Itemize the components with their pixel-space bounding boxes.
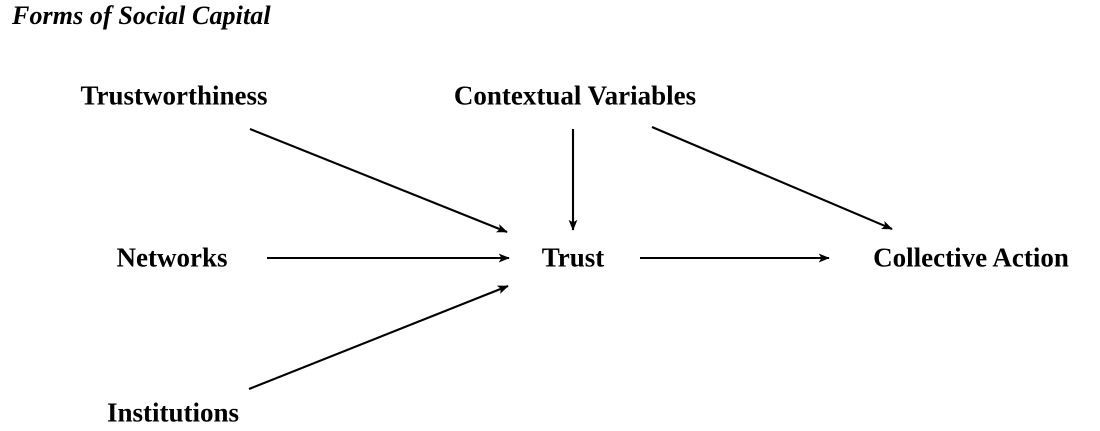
node-collective-action: Collective Action [873, 242, 1069, 273]
edge-contextual-to-collective [651, 126, 893, 230]
node-institutions: Institutions [106, 397, 240, 428]
edge-institutions-to-trust [248, 285, 509, 390]
node-networks: Networks [116, 242, 228, 273]
node-trustworthiness: Trustworthiness [80, 80, 268, 111]
figure-title: Forms of Social Capital [12, 1, 271, 30]
node-contextual-variables: Contextual Variables [453, 80, 697, 111]
edge-trustworthiness-to-trust [249, 128, 508, 233]
node-trust: Trust [541, 242, 605, 273]
